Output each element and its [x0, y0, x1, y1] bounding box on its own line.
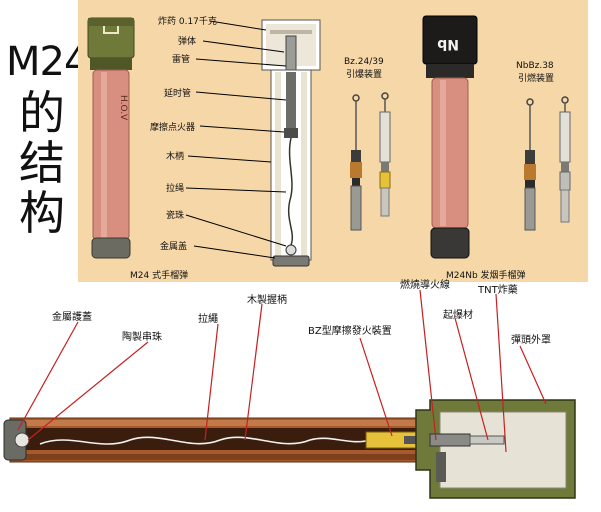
bottom-labels: TNT炸藥 燃燒導火線 木製握柄 起爆材 金屬護蓋 拉繩 BZ型摩擦發火裝置 彈… — [52, 278, 551, 346]
label-warhead-casing: 彈頭外罩 — [511, 334, 551, 346]
m24-cutaway — [261, 19, 321, 267]
label-pull-cord-bottom: 拉繩 — [198, 312, 218, 325]
label-detonator: 雷管 — [172, 53, 190, 65]
svg-text:引爆装置: 引爆装置 — [346, 68, 382, 80]
page-title-char-3: 构 — [19, 186, 65, 240]
label-metal-cap: 金属盖 — [160, 240, 187, 252]
label-initiator: 起爆材 — [443, 308, 473, 321]
smoke-grenade-marking: Nb — [437, 36, 459, 52]
top-leader-lines — [185, 20, 287, 259]
page-title-char-2: 结 — [19, 136, 65, 190]
label-wooden-handle: 木柄 — [166, 150, 184, 162]
smoke-grenade-caption: M24Nb 发烟手榴弹 — [446, 269, 526, 281]
label-porcelain-bead-bottom: 陶製串珠 — [122, 330, 162, 343]
fuze-nbbz-assembly — [524, 96, 571, 231]
cutaway-metal-cap — [272, 255, 310, 267]
fuze-nbbz-title: NbBz.38 引燃装置 — [516, 61, 554, 84]
m24-base-cap — [91, 237, 131, 259]
svg-text:NbBz.38: NbBz.38 — [516, 61, 554, 71]
smoke-handle — [431, 77, 469, 229]
fuze-bz-title: Bz.24/39 引爆装置 — [344, 57, 384, 80]
warhead-marking-icon — [103, 26, 119, 34]
cutaway-detonator — [285, 35, 297, 71]
cutaway-porcelain-bead — [285, 244, 297, 256]
grenade-marking: H.O.V — [118, 95, 128, 121]
cutaway-friction-igniter — [284, 128, 298, 138]
fuze-bz-assembly — [350, 92, 391, 231]
cross-section-pull-cord — [39, 436, 371, 445]
smoke-base-cap — [430, 227, 470, 259]
label-porcelain-bead: 瓷珠 — [166, 209, 184, 221]
m24nb-smoke-grenade: Nb — [422, 15, 478, 259]
page-title-model: M24 — [6, 39, 89, 85]
label-delay-tube: 延时管 — [164, 87, 191, 99]
m24-grenade-external: H.O.V — [87, 17, 135, 259]
label-wooden-handle-bottom: 木製握柄 — [247, 293, 287, 306]
cross-section-porcelain-bead — [14, 432, 30, 448]
page-title: M24 的 结 构 — [6, 39, 89, 240]
svg-text:Bz.24/39: Bz.24/39 — [344, 57, 384, 67]
label-explosive: 炸药 0.17千克 — [158, 15, 217, 27]
label-bz-fuze: BZ型摩擦發火裝置 — [308, 324, 392, 337]
label-metal-cap-bottom: 金屬護蓋 — [52, 310, 92, 323]
grenade-left-caption: M24 式手榴弹 — [130, 269, 188, 281]
label-body: 弹体 — [178, 35, 196, 47]
page-title-char-1: 的 — [19, 86, 65, 140]
cutaway-delay-tube — [286, 72, 296, 128]
label-pull-cord: 拉绳 — [166, 182, 184, 194]
top-labels: 炸药 0.17千克 弹体 雷管 延时管 摩擦点火器 木柄 拉绳 瓷珠 金属盖 — [150, 15, 217, 252]
label-tnt-charge: TNT炸藥 — [477, 284, 518, 296]
cross-section-tnt — [439, 411, 567, 489]
top-panel-background — [78, 0, 588, 282]
svg-text:引燃装置: 引燃装置 — [518, 72, 554, 84]
label-fuse-cord: 燃燒導火線 — [400, 278, 450, 291]
label-friction-igniter: 摩擦点火器 — [150, 121, 195, 133]
bottom-cross-section — [3, 399, 576, 499]
bottom-leader-lines — [17, 289, 547, 453]
cutaway-pull-cord — [288, 137, 293, 246]
